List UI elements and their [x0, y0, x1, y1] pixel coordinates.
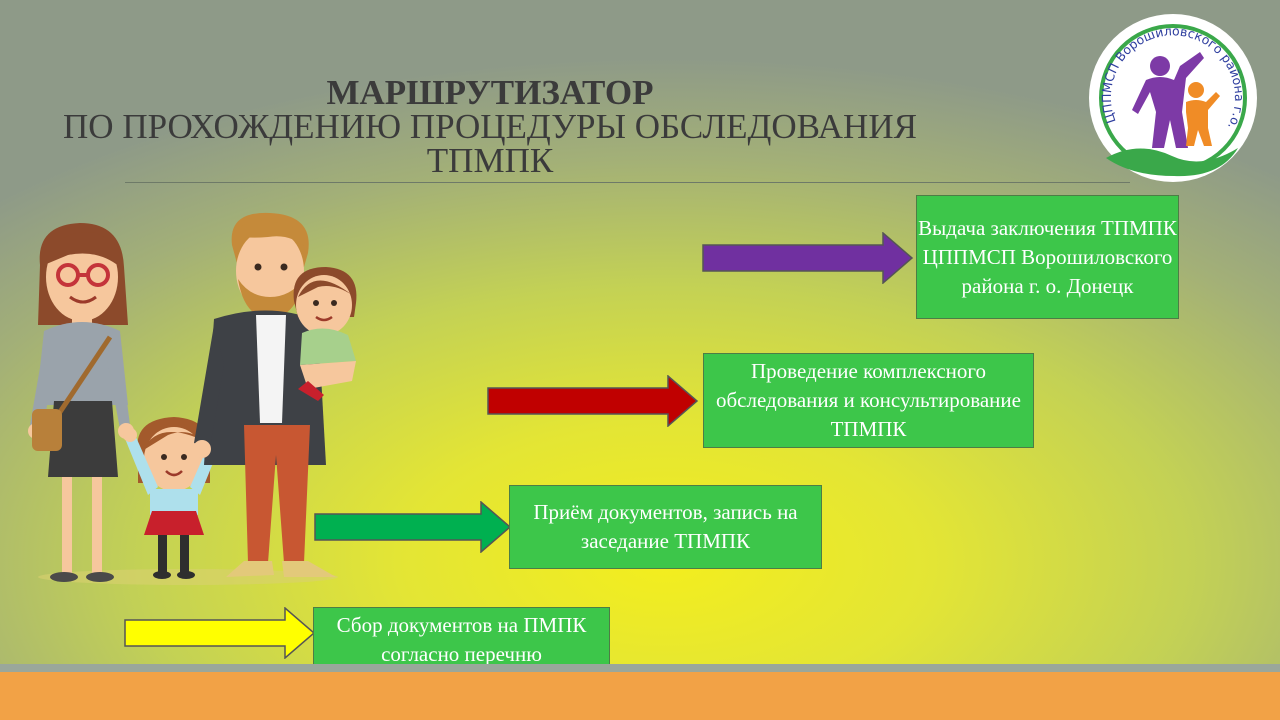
- center-logo: ЦППМСП Ворошиловского района г.о.Донецк: [1088, 8, 1257, 182]
- step-issue-conclusion: Выдача заключения ТПМПК ЦППМСП Ворошилов…: [916, 195, 1179, 319]
- step-examination: Проведение комплексного обследования и к…: [703, 353, 1034, 448]
- arrow-step-4: [702, 232, 914, 284]
- title-divider: [125, 182, 1130, 183]
- arrow-step-3: [487, 375, 699, 427]
- footer-bar: [0, 672, 1280, 720]
- toddler-figure: [293, 267, 357, 401]
- arrow-step-2: [314, 501, 512, 553]
- father-figure: [193, 212, 336, 577]
- mother-figure: [28, 223, 134, 582]
- title-line-1: МАРШРУТИЗАТОР: [326, 73, 654, 112]
- footer-strip: [0, 664, 1280, 672]
- title-line-3: ТПМПК: [426, 141, 554, 180]
- arrow-step-1: [124, 607, 316, 659]
- family-illustration: [28, 212, 357, 585]
- slide-title: МАРШРУТИЗАТОР ПО ПРОХОЖДЕНИЮ ПРОЦЕДУРЫ О…: [40, 73, 940, 180]
- title-line-2: ПО ПРОХОЖДЕНИЮ ПРОЦЕДУРЫ ОБСЛЕДОВАНИЯ: [63, 107, 917, 146]
- step-collect-documents: Сбор документов на ПМПК согласно перечню: [313, 607, 610, 669]
- step-document-reception: Приём документов, запись на заседание ТП…: [509, 485, 822, 569]
